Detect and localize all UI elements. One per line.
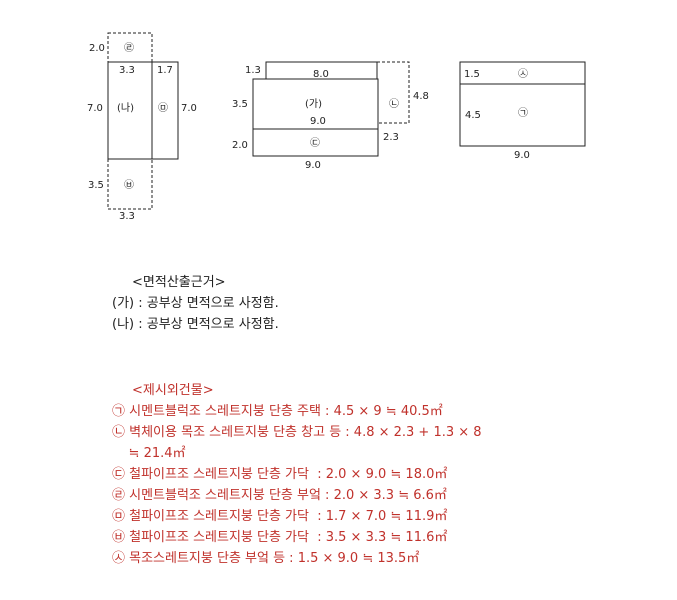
- middle-right-height: 4.8: [413, 91, 429, 102]
- middle-bottom-dim: 2.0: [232, 140, 248, 151]
- excluded-item: ㉦ 목조스레트지붕 단층 부엌 등 : 1.5 × 9.0 ≒ 13.5㎡: [112, 551, 420, 566]
- middle-bottom-circle: ㉢: [310, 137, 320, 149]
- left-right-width: 1.7: [157, 65, 173, 76]
- middle-right-circle: ㉡: [389, 98, 399, 110]
- excluded-item: ≒ 21.4㎡: [112, 446, 186, 461]
- left-left-height: 7.0: [87, 103, 103, 114]
- middle-annex-right: [377, 61, 410, 124]
- excluded-heading: <제시외건물>: [132, 383, 214, 398]
- notes-heading: <면적산출근거>: [132, 275, 226, 290]
- right-top-dim: 1.5: [464, 69, 480, 80]
- middle-left-height: 3.5: [232, 99, 248, 110]
- middle-main-label: (가): [305, 98, 322, 110]
- left-annex-top: [107, 32, 153, 63]
- notes-line: (가) : 공부상 면적으로 사정함.: [112, 296, 279, 311]
- excluded-item: ㉣ 시멘트블럭조 스레트지붕 단층 부엌 : 2.0 × 3.3 ≒ 6.6㎡: [112, 488, 447, 503]
- left-main-label: (나): [117, 102, 134, 114]
- left-bottom-circle: ㉥: [124, 179, 134, 191]
- excluded-item: ㉠ 시멘트블럭조 스레트지붕 단층 주택 : 4.5 × 9 ≒ 40.5㎡: [112, 404, 443, 419]
- right-top-circle: ㉦: [518, 68, 528, 80]
- excluded-item: ㉡ 벽체이용 목조 스레트지붕 단층 창고 등 : 4.8 × 2.3 + 1.…: [112, 425, 482, 440]
- left-right-height: 7.0: [181, 103, 197, 114]
- middle-top-width: 8.0: [313, 69, 329, 80]
- left-top-width: 3.3: [119, 65, 135, 76]
- middle-annex-bottom: [252, 128, 379, 157]
- excluded-item: ㉥ 철파이프조 스레트지붕 단층 가닥 : 3.5 × 3.3 ≒ 11.6㎡: [112, 530, 448, 545]
- middle-right-width: 2.3: [383, 132, 399, 143]
- right-main-circle: ㉠: [518, 107, 528, 119]
- middle-main-width: 9.0: [310, 116, 326, 127]
- left-top-dim: 2.0: [89, 43, 105, 54]
- left-bottom-width: 3.3: [119, 211, 135, 222]
- right-main-height: 4.5: [465, 110, 481, 121]
- building-sketch: 2.0 ㉣ 3.3 1.7 7.0 (나) ㉤ 7.0 3.5 ㉥ 3.3 1.…: [87, 32, 586, 222]
- left-top-circle: ㉣: [124, 42, 134, 54]
- left-annex-bottom: [107, 158, 153, 210]
- left-bottom-dim: 3.5: [88, 180, 104, 191]
- right-bottom-width: 9.0: [514, 150, 530, 161]
- excluded-buildings-list: <제시외건물> ㉠ 시멘트블럭조 스레트지붕 단층 주택 : 4.5 × 9 ≒…: [112, 380, 482, 569]
- middle-top-dim: 1.3: [245, 65, 261, 76]
- excluded-item: ㉤ 철파이프조 스레트지붕 단층 가닥 : 1.7 × 7.0 ≒ 11.9㎡: [112, 509, 448, 524]
- right-building-main: [459, 83, 586, 147]
- area-calculation-notes: <면적산출근거> (가) : 공부상 면적으로 사정함. (나) : 공부상 면…: [112, 272, 279, 335]
- notes-line: (나) : 공부상 면적으로 사정함.: [112, 317, 279, 332]
- middle-bottom-width: 9.0: [305, 160, 321, 171]
- left-right-circle: ㉤: [158, 102, 168, 114]
- middle-annex-top: [265, 61, 378, 79]
- excluded-item: ㉢ 철파이프조 스레트지붕 단층 가닥 : 2.0 × 9.0 ≒ 18.0㎡: [112, 467, 448, 482]
